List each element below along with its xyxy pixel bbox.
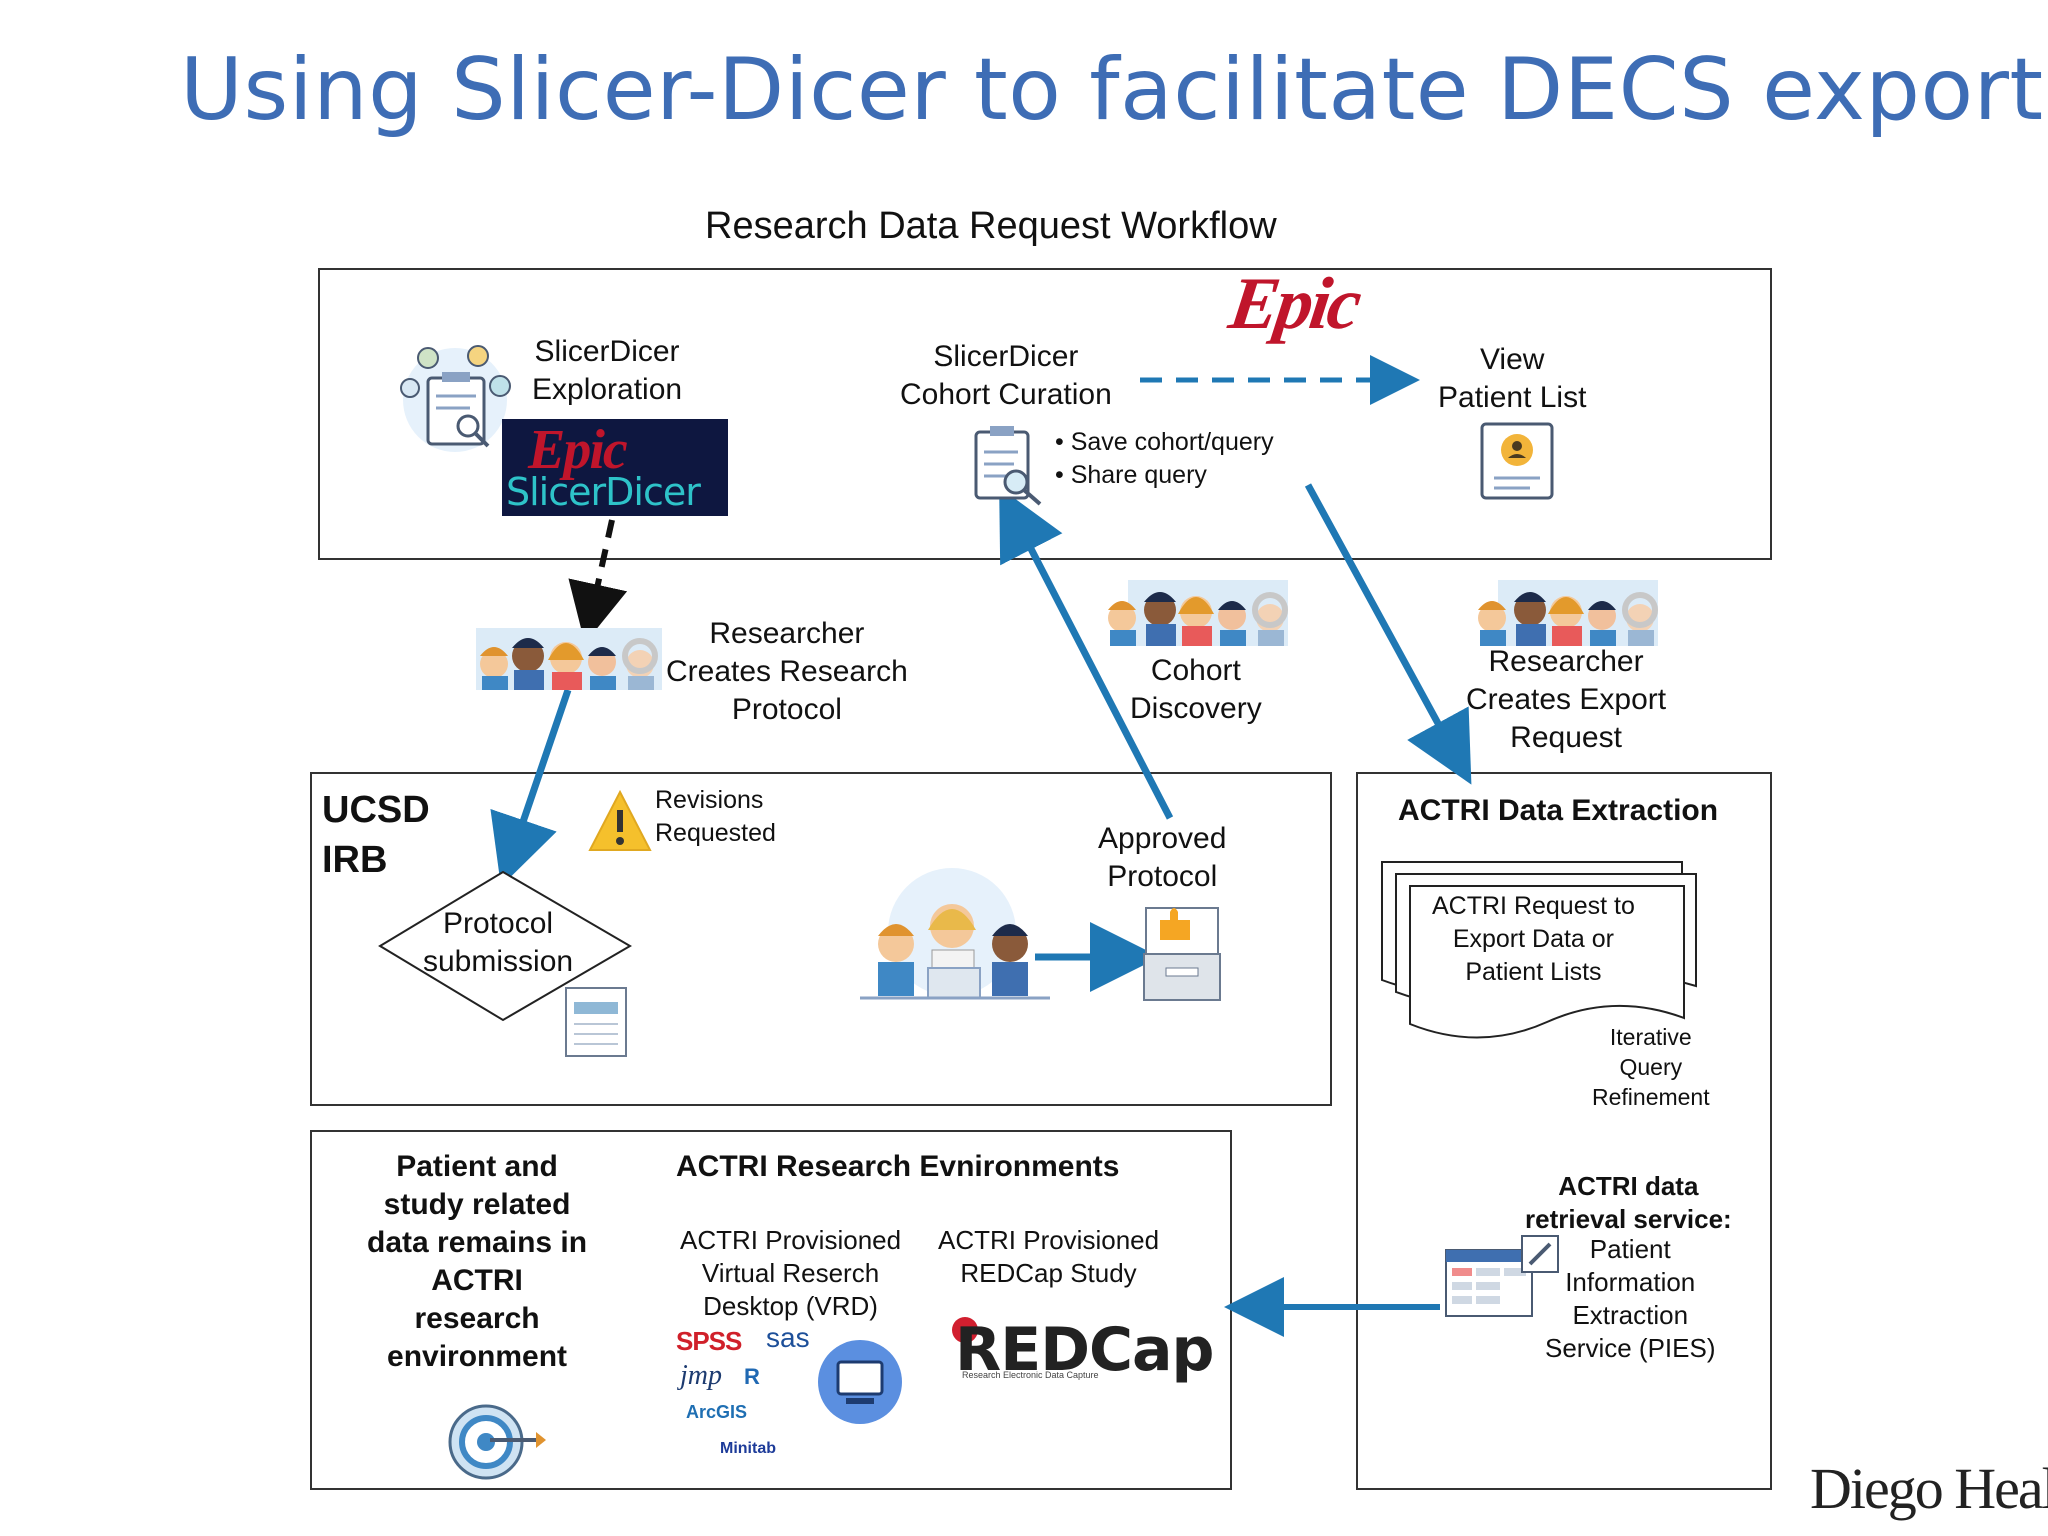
cohort-discovery: Cohort Discovery [1130,654,1262,725]
protocol-submission: Protocol submission [423,907,574,978]
view-patient-list-label: View Patient List [1438,343,1587,414]
extraction-title: ACTRI Data Extraction [1398,794,1719,827]
protocol-diamond [378,870,632,1022]
request-doc-label: ACTRI Request to Export Data or Patient … [1432,892,1635,986]
arrow-to-protocol-submission [490,688,572,887]
warning-icon [588,789,652,851]
people-group-icon [476,628,662,690]
slicerdicer-badge-text: SlicerDicer [506,470,701,514]
exploration-label: SlicerDicer Exploration [532,335,683,406]
redcap-tagline: Research Electronic Data Capture [962,1370,1099,1380]
iterative-refinement: Iterative Query Refinement [1592,1024,1710,1110]
spss-logo: SPSS [676,1326,742,1356]
revisions-requested: Revisions Requested [655,786,776,847]
team-laptop-icon [860,868,1050,1000]
inbox-thumbs-up-icon [1143,907,1221,1001]
dashed-arrow-to-protocol [568,519,628,644]
curation-label: SlicerDicer Cohort Curation [900,340,1112,411]
slicerdicer-badge [502,419,728,516]
patient-list-icon [1480,422,1554,500]
jmp-logo: jmp [680,1360,722,1391]
redcap-logo: REDCap [955,1315,1214,1385]
clipboard-analytics-icon [400,345,511,452]
curation-bullets: • Save cohort/query • Share query [1055,428,1274,489]
monitor-icon [818,1340,902,1424]
request-doc-stack [1381,861,1697,1039]
document-icon [565,987,627,1057]
sas-logo: sas [766,1322,810,1353]
minitab-logo: Minitab [720,1440,776,1457]
arcgis-logo: ArcGIS [686,1402,748,1422]
epic-logo: Epic [1224,263,1364,345]
workflow-title: Research Data Request Workflow [705,205,1277,247]
redcap-study-label: ACTRI Provisioned REDCap Study [938,1225,1160,1288]
slicerdicer-badge-epic: Epic [528,419,628,481]
redcap-logo-mark [952,1317,978,1343]
researcher-creates-protocol: Researcher Creates Research Protocol [666,617,908,726]
researcher-creates-export: Researcher Creates Export Request [1466,645,1667,754]
clipboard-search-icon [974,426,1042,506]
retrieval-service-title: ACTRI data retrieval service: [1525,1171,1732,1234]
approved-protocol: Approved Protocol [1098,822,1227,893]
retrieval-service-name: Patient Information Extraction Service (… [1545,1234,1716,1363]
vrd-label: ACTRI Provisioned Virtual Reserch Deskto… [680,1225,902,1321]
arrow-to-export-request [1304,483,1472,785]
target-icon [448,1404,546,1480]
people-group-icon [1108,580,1288,646]
environment-left-text: Patient and study related data remains i… [367,1150,588,1373]
people-group-icon [1478,580,1658,646]
arrow-approved-to-curation [999,487,1174,820]
irb-title: UCSD IRB [322,789,430,881]
slide-title: Using Slicer-Dicer to facilitate DECS ex… [180,40,2048,140]
environments-title: ACTRI Research Evnironments [676,1150,1120,1183]
footer-logo-text: Diego Health [1810,1456,2048,1521]
spreadsheet-edit-icon [1445,1235,1559,1317]
r-logo: R [744,1364,760,1389]
